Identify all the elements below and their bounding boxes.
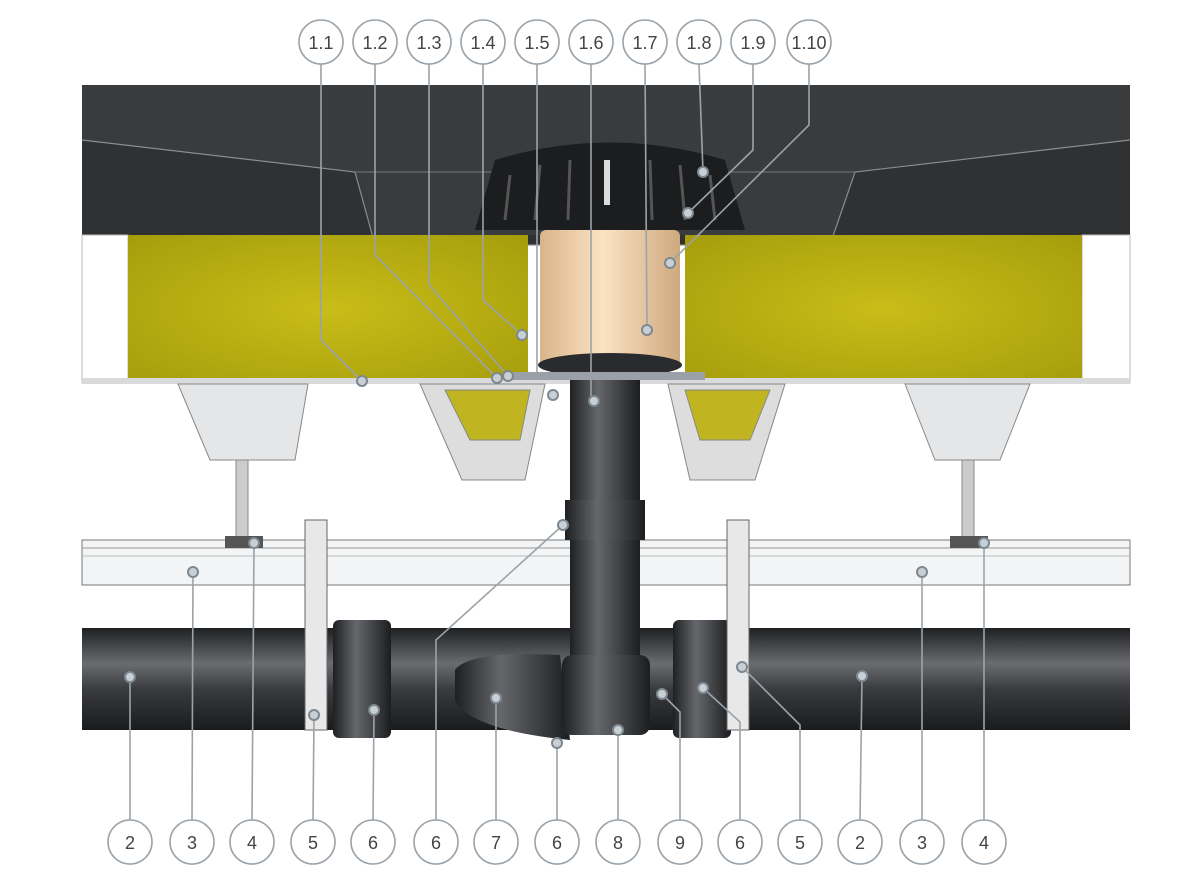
- callout-label: 1.8: [686, 33, 711, 53]
- callout-1-2: 1.2: [352, 19, 398, 65]
- callout-1-10: 1.10: [786, 19, 832, 65]
- callout-label: 1.6: [578, 33, 603, 53]
- callout-5: 5: [290, 819, 336, 865]
- callout-1-1: 1.1: [298, 19, 344, 65]
- callout-label: 2: [855, 833, 865, 853]
- callout-label: 5: [308, 833, 318, 853]
- callout-label: 6: [735, 833, 745, 853]
- callout-6: 6: [534, 819, 580, 865]
- callout-label: 9: [675, 833, 685, 853]
- callout-6: 6: [413, 819, 459, 865]
- callout-label: 8: [613, 833, 623, 853]
- callout-8: 8: [595, 819, 641, 865]
- leader-dots: [124, 166, 990, 749]
- callout-label: 6: [368, 833, 378, 853]
- callout-9: 9: [657, 819, 703, 865]
- callout-label: 1.4: [470, 33, 495, 53]
- callout-label: 1.3: [416, 33, 441, 53]
- leader-lines: [129, 63, 985, 821]
- callout-1-8: 1.8: [676, 19, 722, 65]
- callout-5: 5: [777, 819, 823, 865]
- drain-body: [475, 142, 745, 735]
- callout-label: 3: [917, 833, 927, 853]
- callout-1-5: 1.5: [514, 19, 560, 65]
- callout-2: 2: [107, 819, 153, 865]
- callout-label: 5: [795, 833, 805, 853]
- callout-4: 4: [229, 819, 275, 865]
- steel-deck: [177, 383, 1031, 541]
- bottom-callouts: 2 3 4 5 6 6 7 6 8 9 6 5 2 3 4: [107, 819, 1007, 865]
- callout-6: 6: [350, 819, 396, 865]
- callout-1-7: 1.7: [622, 19, 668, 65]
- callout-label: 2: [125, 833, 135, 853]
- callout-3: 3: [169, 819, 215, 865]
- callout-label: 7: [491, 833, 501, 853]
- callout-label: 6: [431, 833, 441, 853]
- insulation: [81, 234, 1131, 384]
- callout-label: 1.5: [524, 33, 549, 53]
- callout-1-4: 1.4: [460, 19, 506, 65]
- callout-label: 1.7: [632, 33, 657, 53]
- callout-label: 1.1: [308, 33, 333, 53]
- top-callouts: 1.1 1.2 1.3 1.4 1.5 1.6 1.7 1.8 1.9 1.10: [298, 19, 832, 65]
- callout-label: 1.9: [740, 33, 765, 53]
- callout-label: 4: [979, 833, 989, 853]
- callout-2: 2: [837, 819, 883, 865]
- callout-1-3: 1.3: [406, 19, 452, 65]
- callout-6: 6: [717, 819, 763, 865]
- callout-label: 4: [247, 833, 257, 853]
- callout-7: 7: [473, 819, 519, 865]
- callout-label: 1.2: [362, 33, 387, 53]
- callout-4: 4: [961, 819, 1007, 865]
- callout-3: 3: [899, 819, 945, 865]
- callout-label: 3: [187, 833, 197, 853]
- callout-label: 1.10: [791, 33, 826, 53]
- callout-label: 6: [552, 833, 562, 853]
- callout-1-9: 1.9: [730, 19, 776, 65]
- callout-1-6: 1.6: [568, 19, 614, 65]
